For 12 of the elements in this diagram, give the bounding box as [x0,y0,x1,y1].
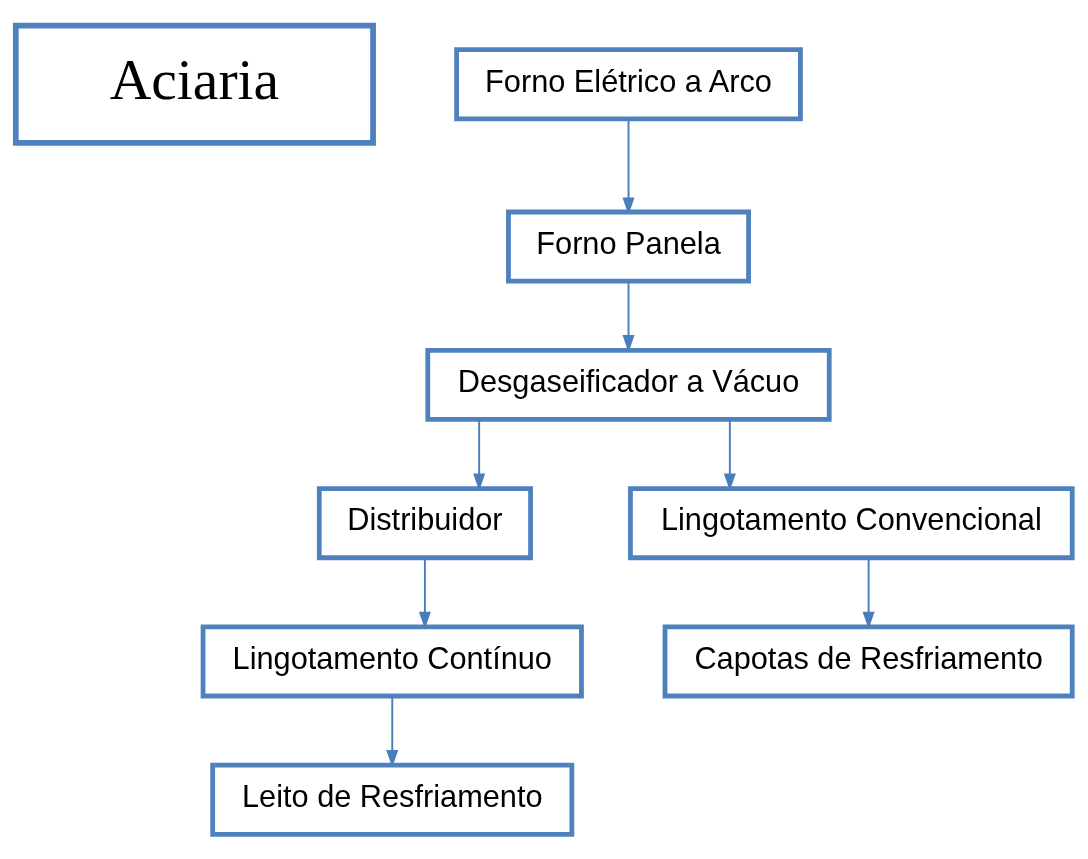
node-box: Aciaria [12,22,376,146]
arrow [723,418,736,491]
node-box: Capotas de Resfriamento [662,624,1075,698]
arrow [622,118,635,215]
node-box: Lingotamento Contínuo [200,624,584,698]
node-box: Lingotamento Convencional [628,485,1075,560]
node-box: Desgaseificador a Vácuo [425,347,832,422]
node-box: Distribuidor [316,485,533,560]
arrow [473,418,486,491]
node-box: Forno Panela [506,209,751,284]
node-box: Leito de Resfriamento [210,762,575,837]
node-box: Forno Elétrico a Arco [454,46,803,121]
